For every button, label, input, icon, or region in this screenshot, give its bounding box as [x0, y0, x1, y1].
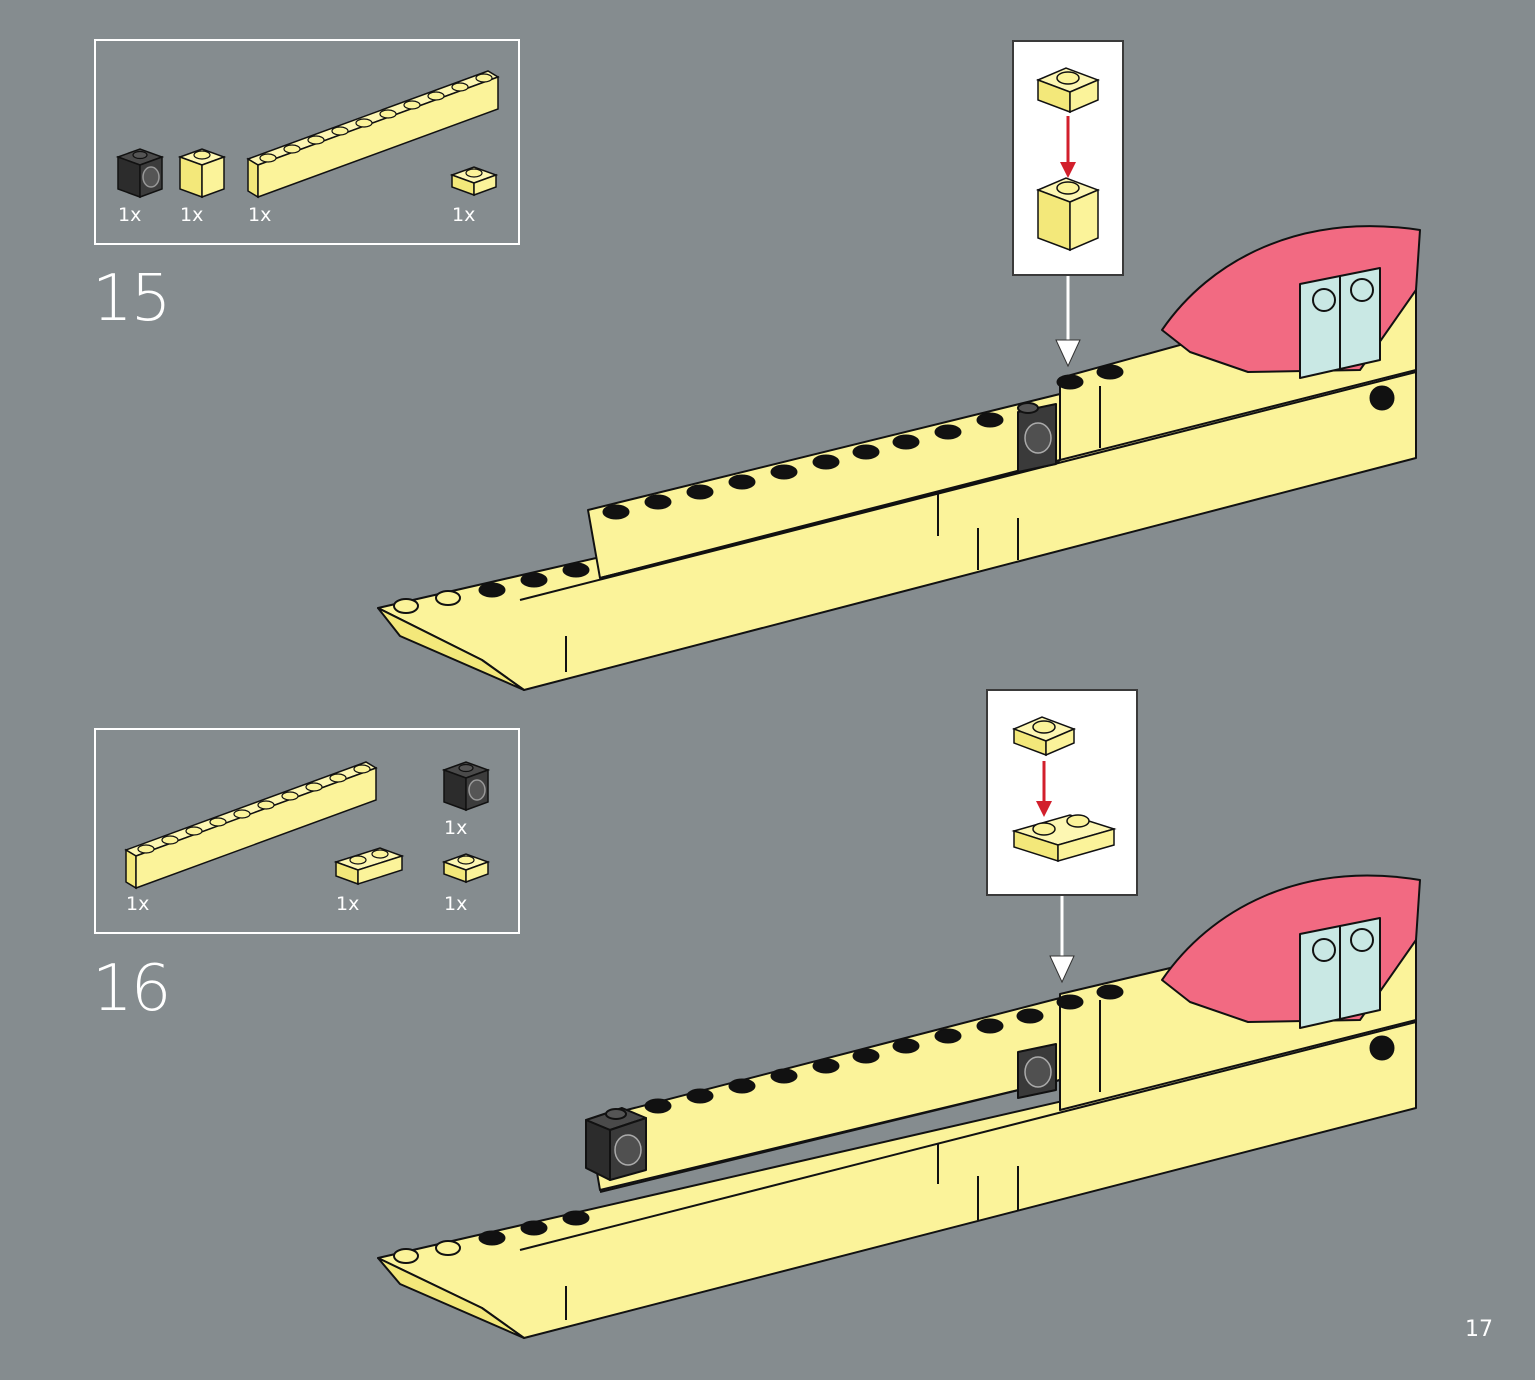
qty-label: 1x: [336, 893, 360, 915]
sub-assembly-illustration: [1011, 716, 1117, 863]
qty-label: 1x: [180, 204, 204, 226]
technic-brick-icon: [441, 761, 491, 812]
sub-assembly-callout: [986, 689, 1138, 896]
parts-list-step-15: 1x 1x 1x 1x: [94, 39, 520, 245]
qty-label: 1x: [126, 893, 150, 915]
technic-brick-icon: [115, 148, 165, 199]
brick-1x1-icon: [177, 148, 227, 199]
step-number: 16: [92, 952, 171, 1026]
qty-label: 1x: [444, 893, 468, 915]
parts-illustrations-15: [115, 70, 500, 199]
step-number: 15: [92, 262, 171, 336]
plate-1x1-icon: [449, 166, 499, 197]
boat-model-step-15: [377, 225, 1421, 691]
sub-assembly-illustration: [1035, 67, 1101, 252]
plate-1x1-icon: [441, 853, 491, 884]
brick-1x10-icon: [124, 761, 378, 890]
brick-1x10-icon: [246, 70, 500, 199]
plate-1x2-icon: [333, 847, 405, 886]
parts-illustrations-16: [124, 761, 491, 890]
sub-assembly-callout: [1012, 40, 1124, 276]
qty-label: 1x: [444, 817, 468, 839]
parts-list-step-16: 1x 1x 1x 1x: [94, 728, 520, 934]
page-number: 17: [1465, 1317, 1493, 1342]
qty-label: 1x: [118, 204, 142, 226]
boat-model-step-16: [377, 874, 1421, 1339]
qty-label: 1x: [248, 204, 272, 226]
qty-label: 1x: [452, 204, 476, 226]
